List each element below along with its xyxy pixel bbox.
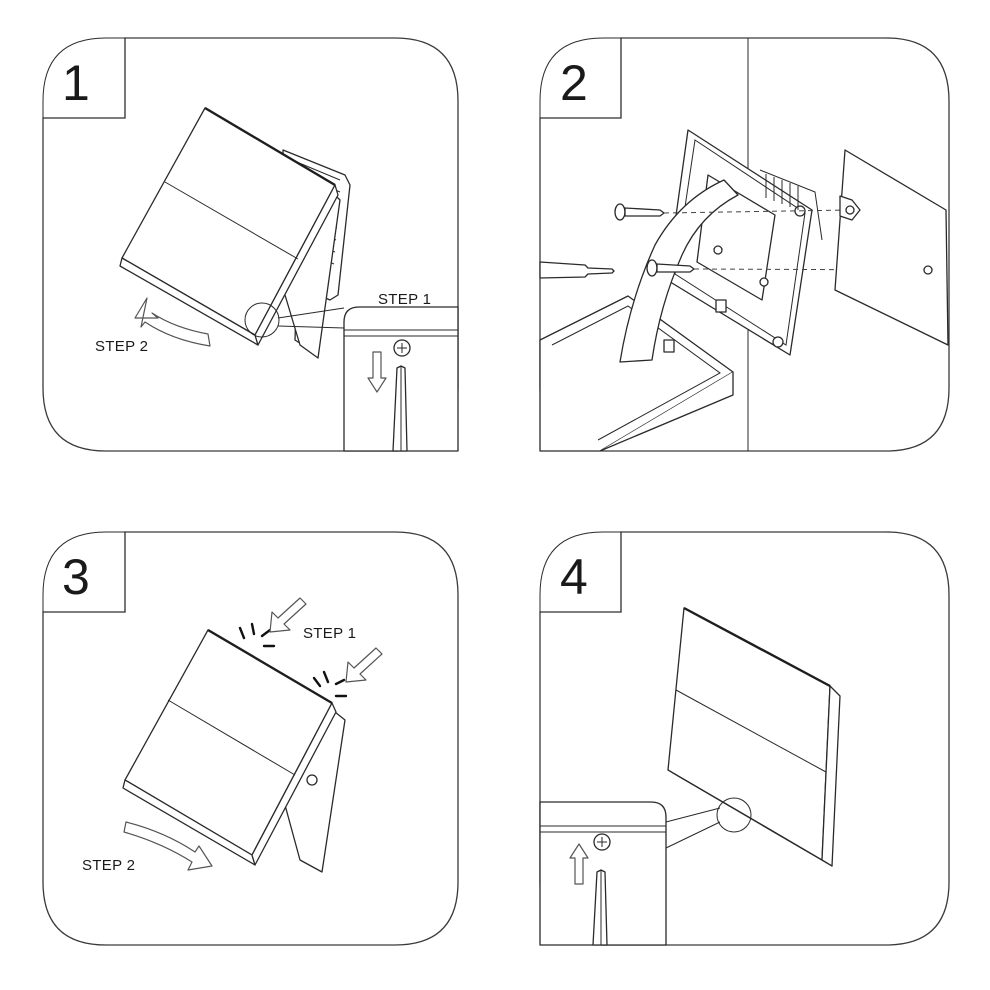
panel-2: 2 [539, 37, 950, 452]
detail-inset-release [343, 306, 459, 452]
panel-1-step2-label: STEP 2 [95, 338, 148, 355]
panel-4-number: 4 [560, 549, 588, 605]
panel-1-number: 1 [62, 55, 90, 111]
panel-3-number: 3 [62, 549, 90, 605]
rotate-arrow-icon [123, 821, 213, 871]
panel-4: 4 [539, 531, 950, 946]
panel-2-number: 2 [560, 55, 588, 111]
rotate-arrow-icon [134, 297, 211, 347]
detail-inset-lock [539, 801, 667, 946]
switch-front-cover [122, 628, 337, 866]
click-marks-icon [238, 622, 348, 698]
cable [619, 179, 739, 363]
screw-lower [646, 259, 695, 277]
screw-upper [614, 203, 665, 221]
press-arrow-icon [269, 597, 307, 633]
press-arrow-icon [345, 647, 383, 683]
screwdriver-icon [392, 365, 408, 452]
detail-circle [244, 302, 280, 338]
wall-plate [834, 149, 949, 346]
panel-1-step1-label: STEP 1 [378, 291, 431, 308]
arrow-down-icon [367, 351, 387, 393]
panel-1: 1 [42, 37, 459, 452]
installed-switch [667, 606, 841, 867]
panel-3-step2-label: STEP 2 [82, 857, 135, 874]
arrow-up-icon [569, 843, 589, 885]
screwdriver-icon [539, 261, 615, 279]
screwdriver-icon [592, 869, 608, 946]
panel-3: 3 STEP 1 STEP 2 [42, 531, 459, 946]
detail-circle [716, 797, 752, 833]
panel-3-step1-label: STEP 1 [303, 625, 356, 642]
wall-box [539, 295, 734, 452]
